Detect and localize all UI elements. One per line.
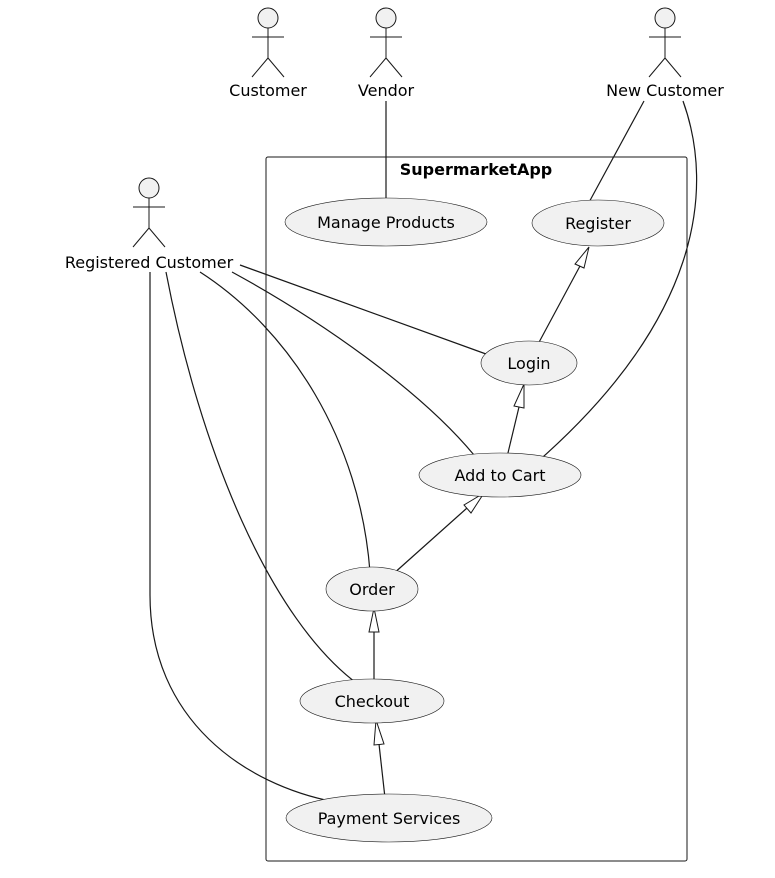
generalization-add-to-cart-login bbox=[506, 406, 520, 458]
generalization-login-register bbox=[536, 265, 581, 347]
association-registered-customer-payment-services bbox=[149, 272, 336, 803]
use-case-label: Add to Cart bbox=[454, 466, 545, 485]
use-case-login[interactable]: Login bbox=[480, 340, 578, 386]
association-registered-customer-checkout bbox=[165, 271, 360, 686]
use-case-label: Manage Products bbox=[317, 213, 455, 232]
use-case-register[interactable]: Register bbox=[531, 199, 665, 247]
associations bbox=[149, 100, 698, 803]
association-registered-customer-login bbox=[239, 264, 487, 355]
association-new-customer-add-to-cart bbox=[534, 100, 698, 465]
actor-vendor[interactable]: Vendor bbox=[358, 7, 415, 100]
use-case-order[interactable]: Order bbox=[325, 566, 419, 612]
generalization-payment-checkout bbox=[378, 743, 386, 799]
stick-figure-icon bbox=[369, 7, 403, 78]
use-case-add-to-cart[interactable]: Add to Cart bbox=[418, 452, 582, 498]
actor-label: Registered Customer bbox=[65, 253, 234, 272]
use-case-label: Order bbox=[349, 580, 395, 599]
actor-registered-customer[interactable]: Registered Customer bbox=[65, 177, 234, 272]
generalization-order-add-to-cart bbox=[391, 507, 468, 576]
arrowhead-register bbox=[574, 246, 590, 269]
stick-figure-icon bbox=[648, 7, 682, 78]
arrowhead-add-to-cart bbox=[463, 492, 485, 514]
actor-label: Customer bbox=[229, 81, 307, 100]
use-case-label: Login bbox=[507, 354, 550, 373]
use-case-payment-services[interactable]: Payment Services bbox=[285, 793, 493, 843]
actor-customer[interactable]: Customer bbox=[229, 7, 307, 100]
arrowhead-login bbox=[513, 383, 525, 409]
actor-label: New Customer bbox=[606, 81, 724, 100]
use-case-checkout[interactable]: Checkout bbox=[299, 678, 445, 724]
system-title: SupermarketApp bbox=[400, 160, 552, 179]
arrowhead-order bbox=[368, 607, 380, 633]
generalizations bbox=[368, 246, 590, 799]
association-registered-customer-add-to-cart bbox=[231, 271, 475, 456]
use-case-label: Payment Services bbox=[318, 809, 461, 828]
actor-label: Vendor bbox=[358, 81, 415, 100]
stick-figure-icon bbox=[251, 7, 285, 78]
system-boundary bbox=[265, 156, 688, 862]
arrowhead-checkout bbox=[373, 719, 385, 746]
use-case-manage-products[interactable]: Manage Products bbox=[284, 197, 488, 247]
association-registered-customer-order bbox=[199, 271, 371, 573]
use-case-label: Register bbox=[565, 214, 631, 233]
stick-figure-icon bbox=[132, 177, 166, 248]
actor-new-customer[interactable]: New Customer bbox=[606, 7, 724, 100]
use-case-label: Checkout bbox=[335, 692, 410, 711]
association-new-customer-register bbox=[586, 100, 645, 207]
